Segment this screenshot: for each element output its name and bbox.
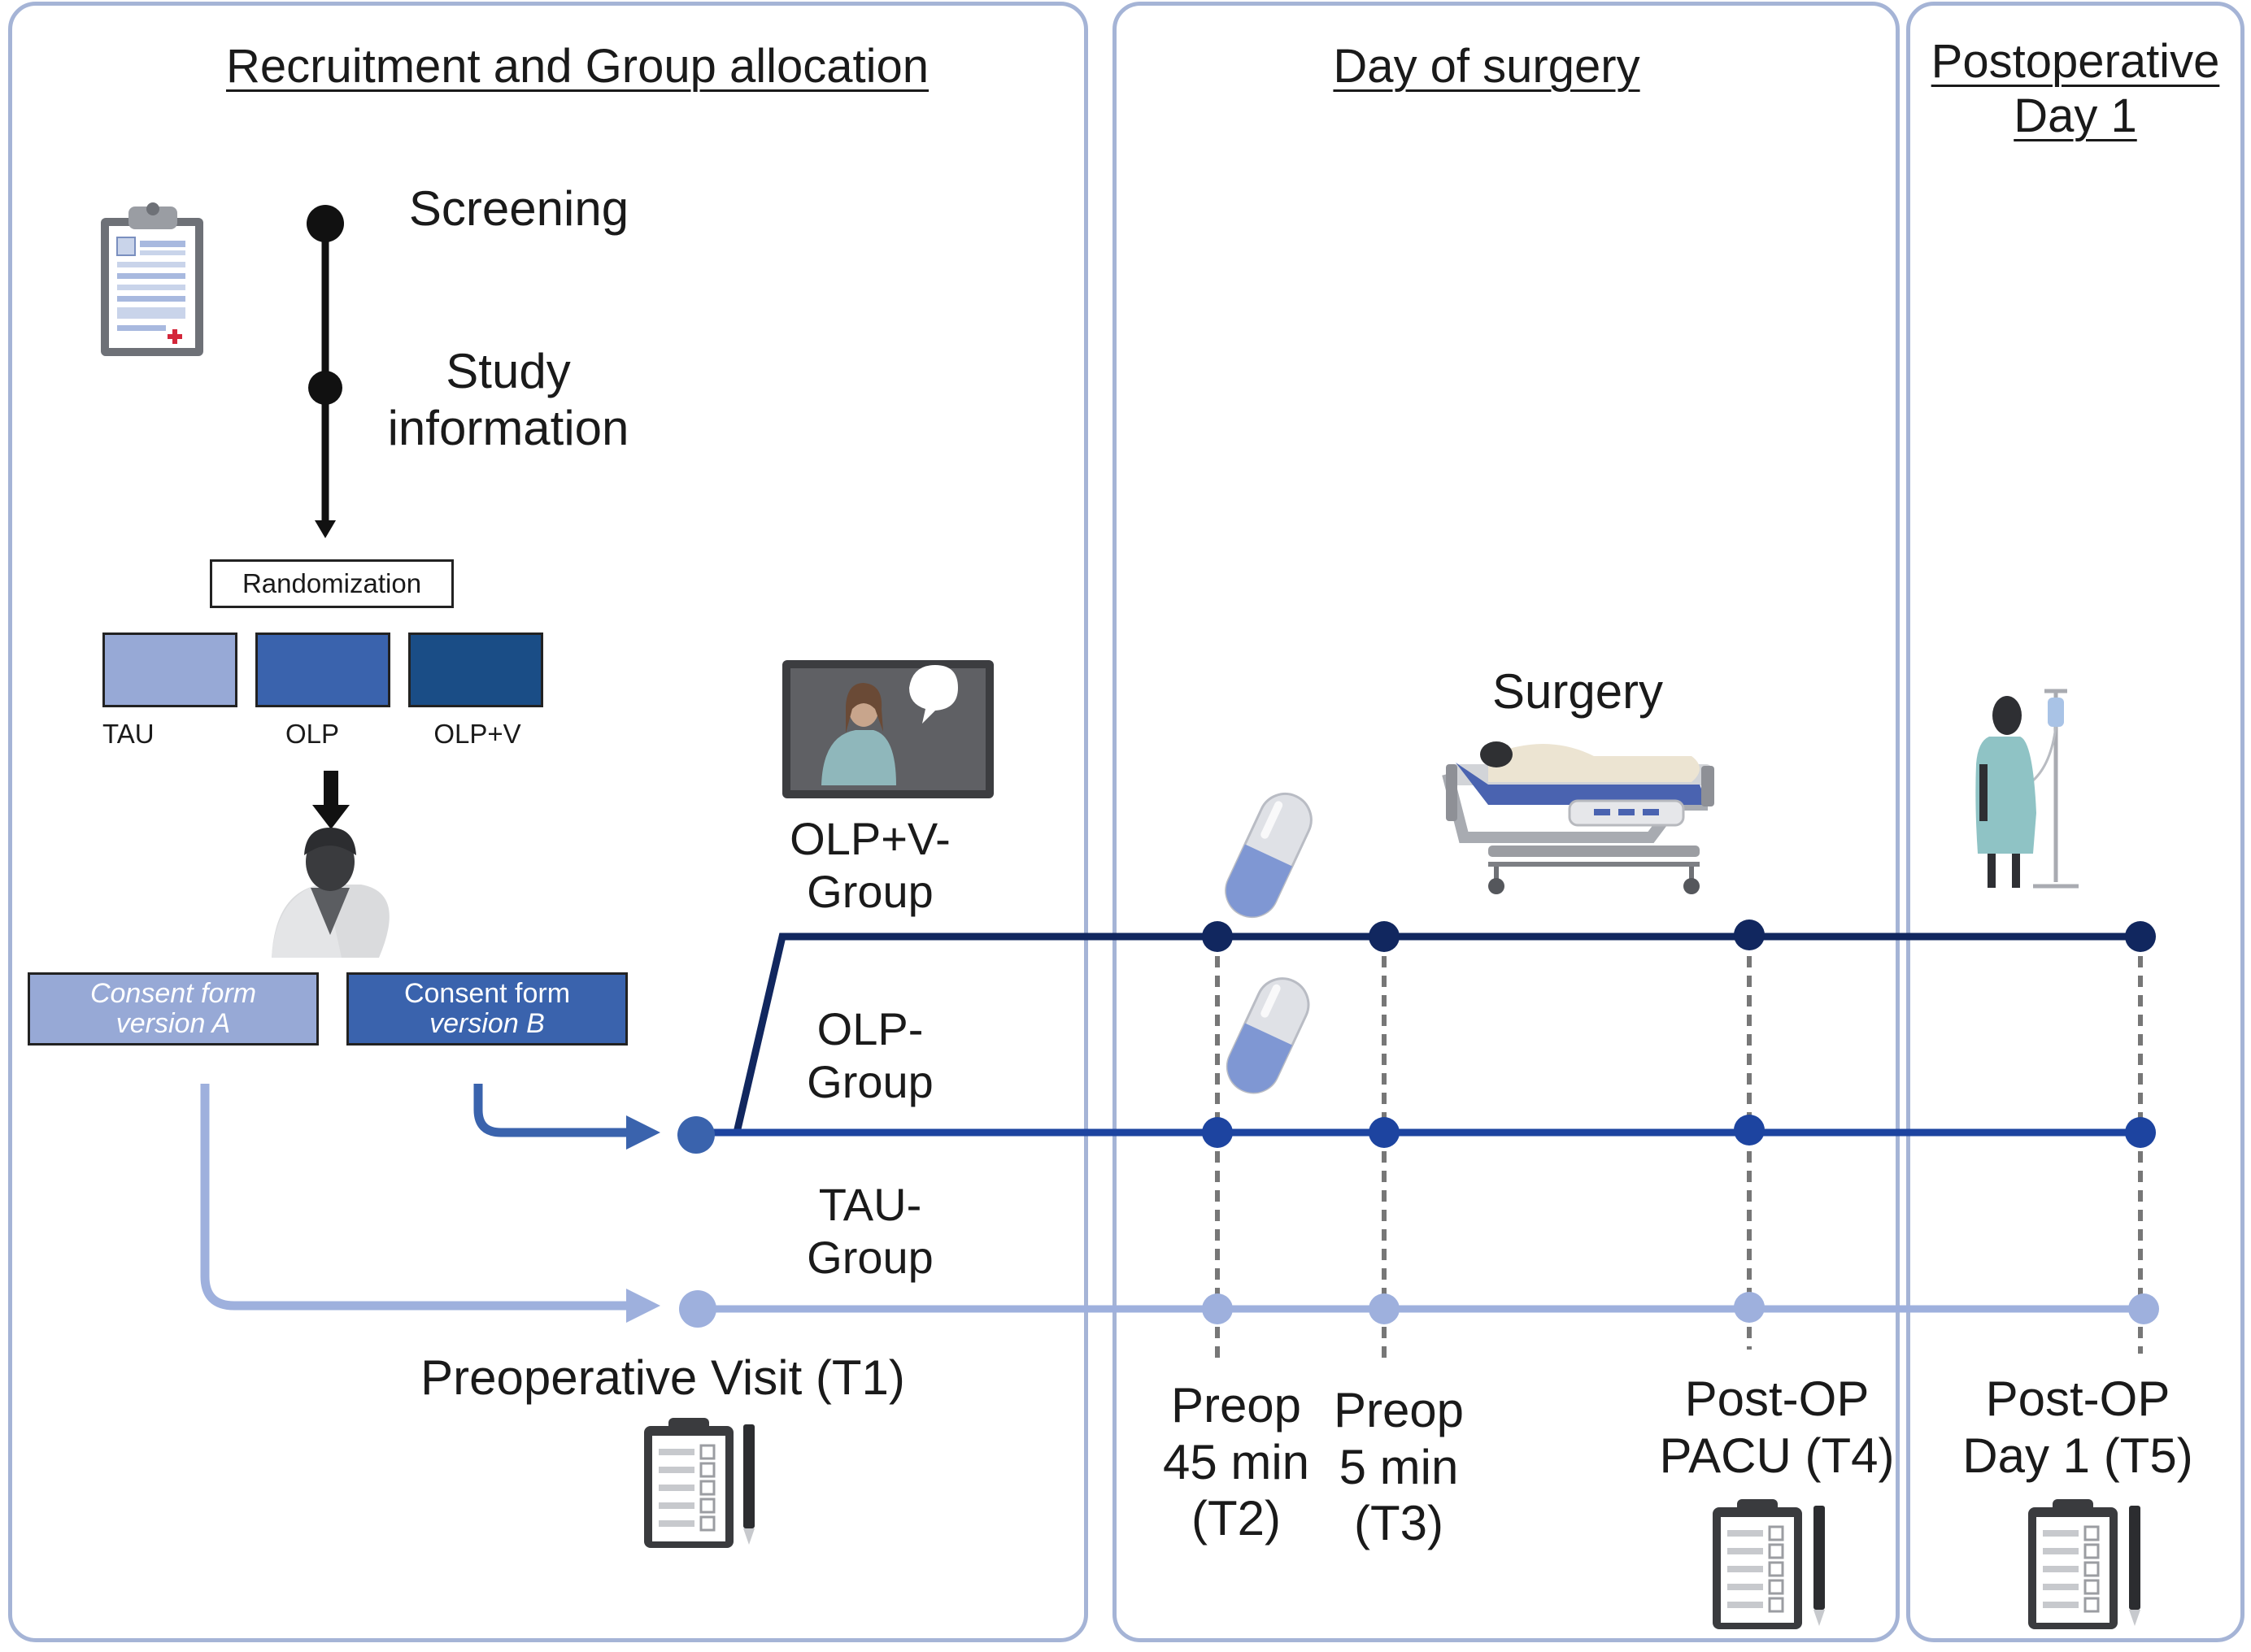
t4-label: Post-OP PACU (T4) — [1659, 1372, 1895, 1483]
olpv-group-title: OLP+V- Group — [790, 813, 951, 917]
panel-day-of-surgery — [1112, 2, 1900, 1642]
tau-group-title: TAU- Group — [807, 1179, 934, 1283]
recruitment-title: Recruitment and Group allocation — [225, 40, 930, 93]
t2-label: Preop 45 min (T2) — [1162, 1378, 1310, 1546]
panel-postoperative-day1 — [1906, 2, 2244, 1642]
checklist-clipboard-icon-t4 — [1713, 1499, 1802, 1629]
tau-group-label: TAU — [102, 719, 155, 749]
consent-a-line2: version A — [115, 1008, 231, 1039]
screening-node — [307, 205, 344, 242]
surgery-label: Surgery — [1491, 664, 1664, 719]
checklist-clipboard-icon-t5 — [2028, 1499, 2118, 1629]
doctor-icon — [272, 828, 390, 958]
consent-a-arrowhead — [626, 1289, 660, 1323]
tau-group-box — [102, 633, 237, 707]
olp-group-box — [255, 633, 390, 707]
screening-label: Screening — [408, 181, 629, 236]
checklist-clipboard-icon-t1 — [644, 1418, 734, 1548]
study-information-label: Study information — [387, 344, 629, 455]
consent-form-b: Consent form version B — [346, 972, 628, 1046]
olp-nodes — [1202, 1115, 2156, 1148]
patient-iv-icon — [1975, 689, 2079, 889]
pen-icon-t5 — [2129, 1506, 2140, 1626]
tau-nodes — [1202, 1292, 2159, 1324]
olpv-group-label: OLP+V — [433, 719, 521, 749]
study-info-node — [308, 371, 342, 405]
tau-start-node — [679, 1290, 716, 1328]
consent-b-arrow — [473, 1084, 634, 1137]
medical-clipboard-icon — [101, 202, 203, 356]
postop-title: Postoperative Day 1 — [1931, 35, 2220, 143]
randomization-box: Randomization — [210, 559, 454, 608]
olpv-nodes — [1202, 919, 2156, 952]
consent-b-line1: Consent form — [403, 977, 571, 1009]
olp-start-node — [677, 1116, 715, 1154]
pen-icon-t4 — [1813, 1506, 1825, 1626]
olp-group-title: OLP- Group — [807, 1003, 934, 1107]
consent-b-line2: version B — [429, 1008, 545, 1039]
video-screen-icon — [782, 660, 994, 798]
pen-icon-t1 — [743, 1424, 755, 1545]
t3-label: Preop 5 min (T3) — [1333, 1383, 1465, 1551]
recruitment-arrowhead — [315, 520, 336, 538]
consent-a-line1: Consent form — [89, 977, 257, 1009]
consent-form-a: Consent form version A — [28, 972, 319, 1046]
olpv-group-box — [408, 633, 543, 707]
timepoint-markers — [1215, 937, 2143, 1364]
panel-recruitment — [8, 2, 1088, 1642]
allocation-arrowhead — [312, 805, 350, 829]
consent-b-arrowhead — [626, 1115, 660, 1150]
olpv-timeline — [733, 933, 2140, 1134]
olp-group-label: OLP — [285, 719, 340, 749]
t5-label: Post-OP Day 1 (T5) — [1962, 1372, 2193, 1483]
surgery-title: Day of surgery — [1333, 40, 1640, 93]
t1-label: Preoperative Visit (T1) — [420, 1350, 905, 1405]
capsule-icon-2 — [1226, 977, 1310, 1094]
consent-a-arrow — [200, 1084, 634, 1311]
allocation-arrow-shaft — [324, 771, 338, 807]
hospital-bed-icon — [1442, 741, 1714, 894]
capsule-icon — [1225, 792, 1313, 919]
randomization-label: Randomization — [242, 568, 422, 598]
